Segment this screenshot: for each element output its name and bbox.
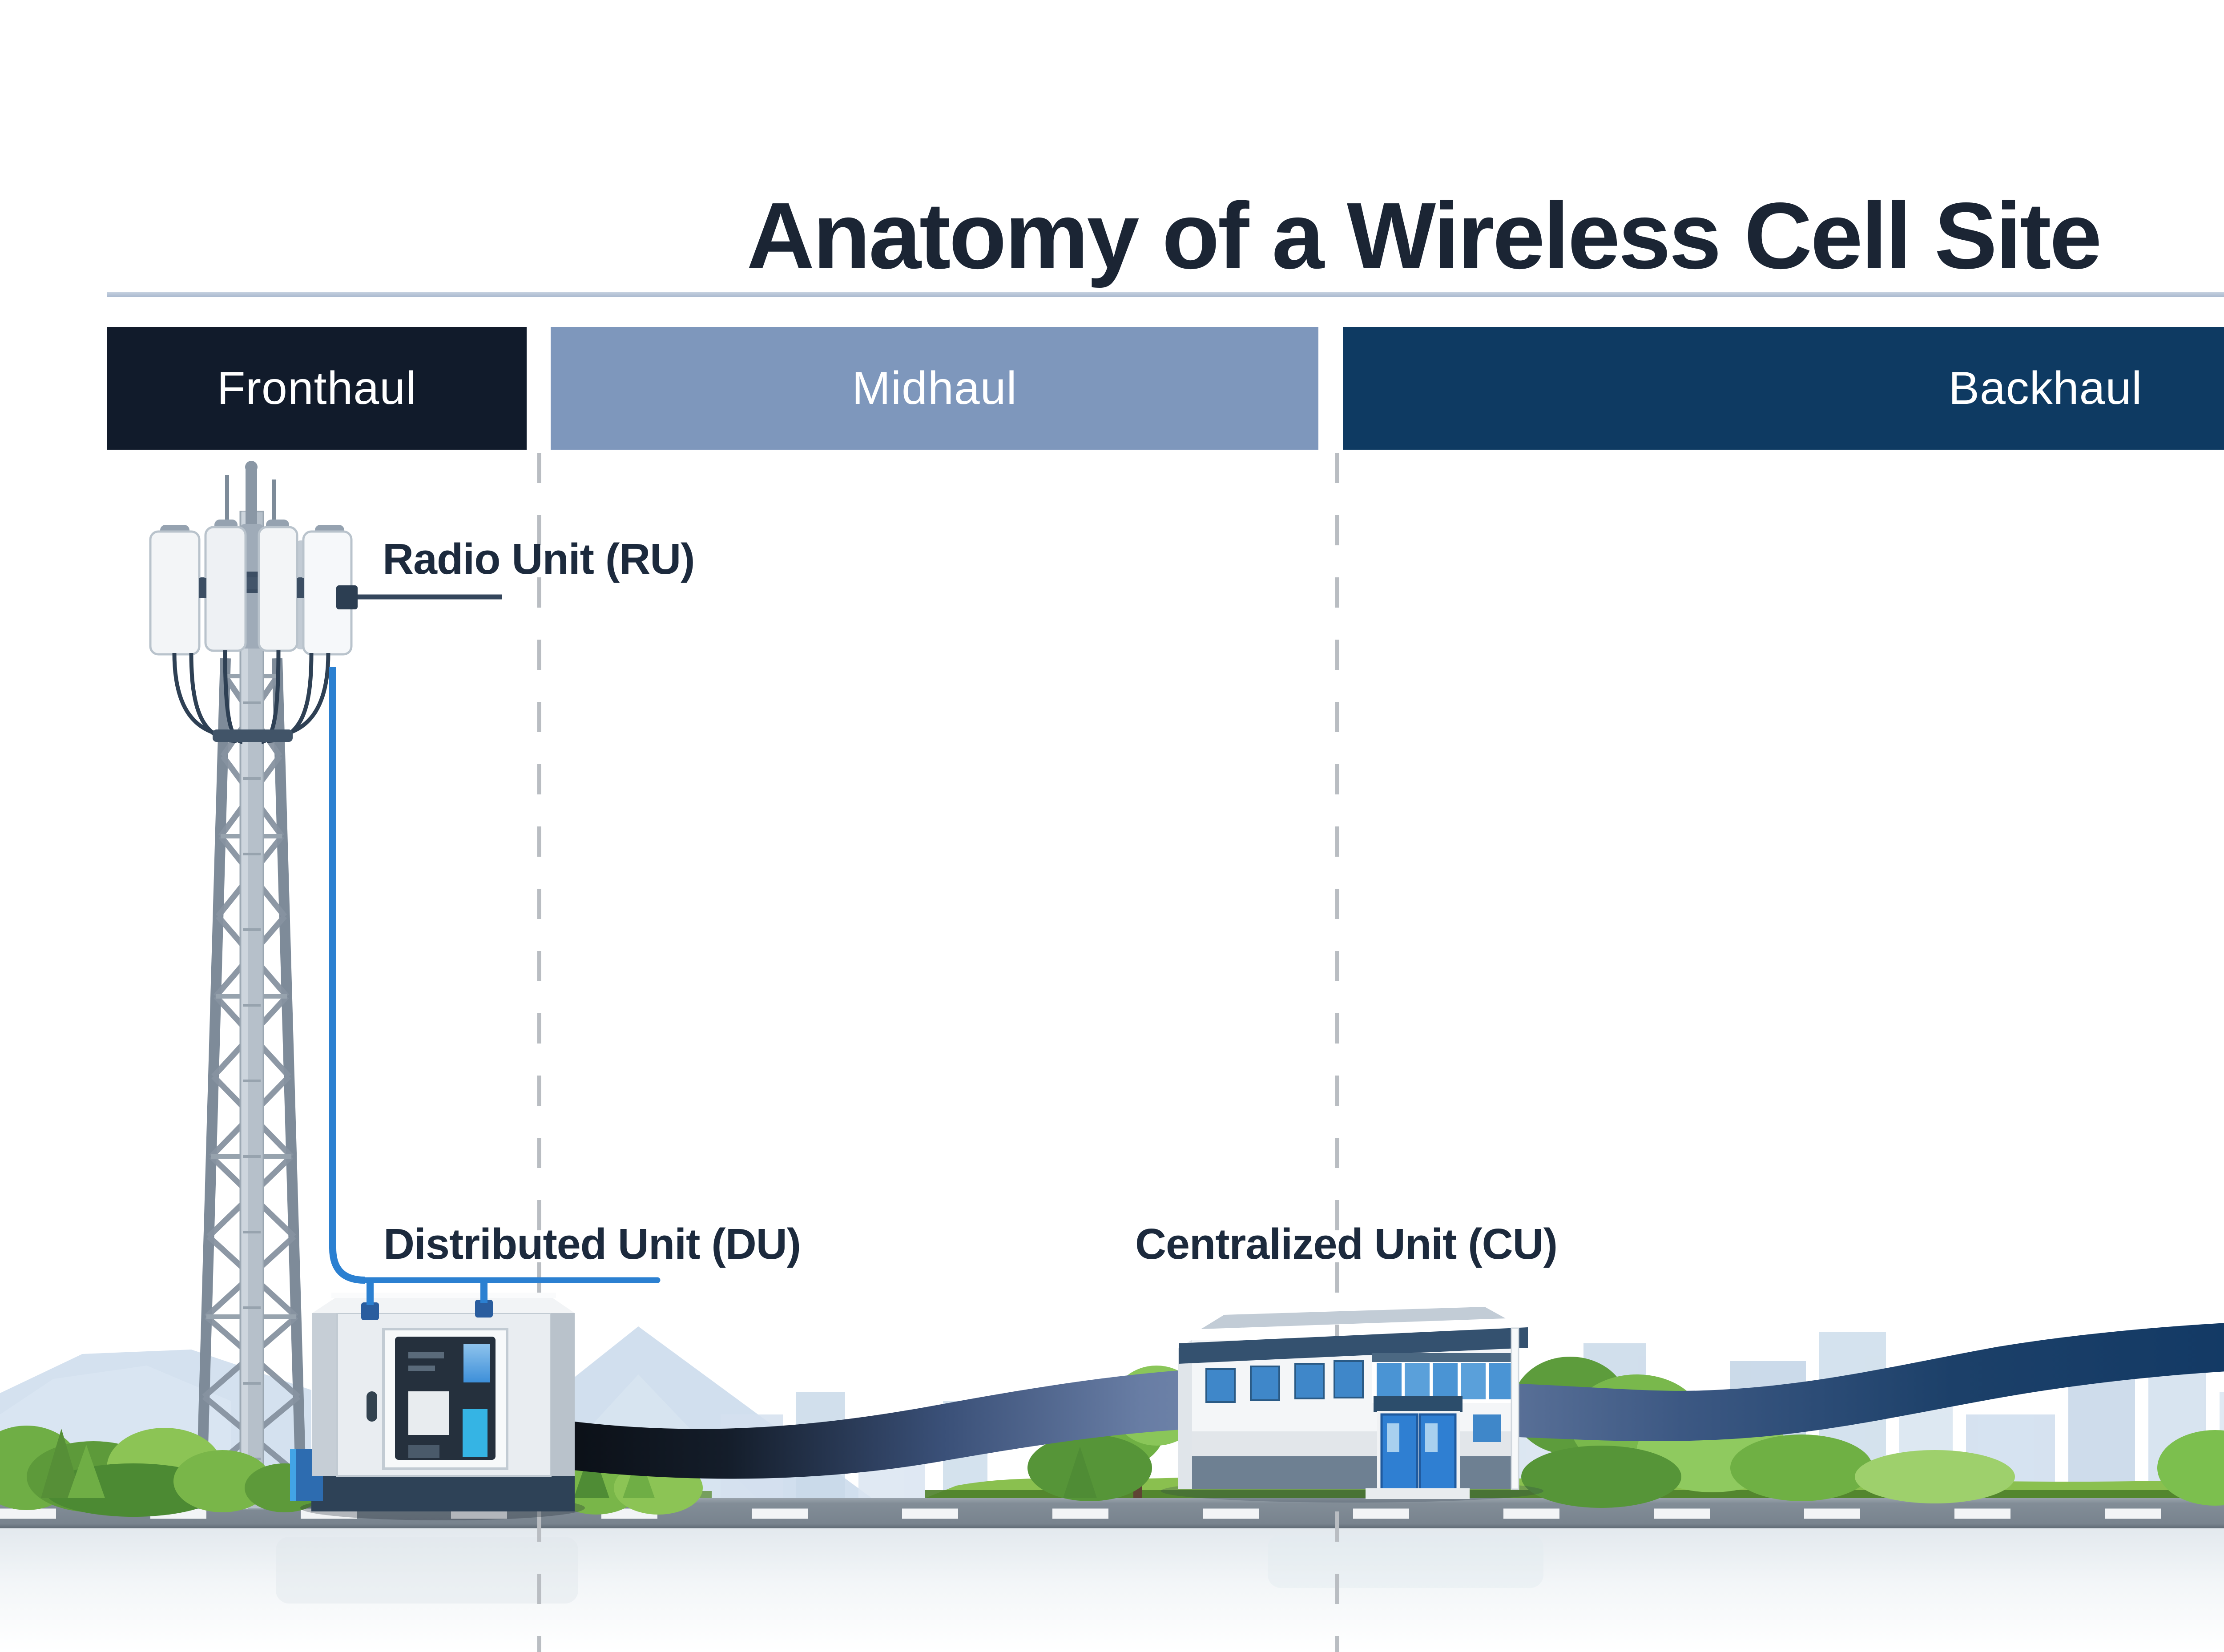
bushes-left-cluster <box>0 1426 325 1517</box>
road <box>0 1498 2224 1652</box>
bushes-before-central-office <box>2157 1430 2224 1506</box>
du-door-handle <box>367 1391 377 1422</box>
road-reflections <box>276 1535 1543 1604</box>
radio-unit-label: Radio Unit (RU) <box>383 535 695 583</box>
segment-bar-backhaul-label: Backhaul <box>1948 362 2143 414</box>
cell-tower-illustration <box>149 461 365 1510</box>
antenna-array <box>149 520 353 656</box>
fronthaul-cable <box>329 667 365 1284</box>
cable-junction-bar <box>213 729 293 742</box>
segment-bar-midhaul-label: Midhaul <box>852 362 1017 414</box>
cu-upper-windows-left <box>1205 1360 1364 1403</box>
segment-bar-backhaul: Backhaul <box>1343 327 2224 450</box>
segment-bar-midhaul: Midhaul <box>551 327 1318 450</box>
segment-bar-fronthaul: Fronthaul <box>107 327 527 450</box>
header-divider-line <box>107 292 2224 297</box>
distributed-unit-label: Distributed Unit (DU) <box>383 1220 801 1268</box>
cu-entrance <box>1366 1396 1470 1499</box>
page-title: Anatomy of a Wireless Cell Site <box>746 183 2102 289</box>
segment-bar-fronthaul-label: Fronthaul <box>217 362 417 414</box>
centralized-unit-label: Centralized Unit (CU) <box>1135 1220 1558 1268</box>
ru-leader-line <box>336 585 502 609</box>
cu-small-window <box>1473 1414 1501 1442</box>
small-building-illustration <box>1161 1307 1543 1503</box>
cu-window-band-right <box>1372 1353 1514 1403</box>
equipment-cabinet-illustration <box>290 1280 585 1520</box>
